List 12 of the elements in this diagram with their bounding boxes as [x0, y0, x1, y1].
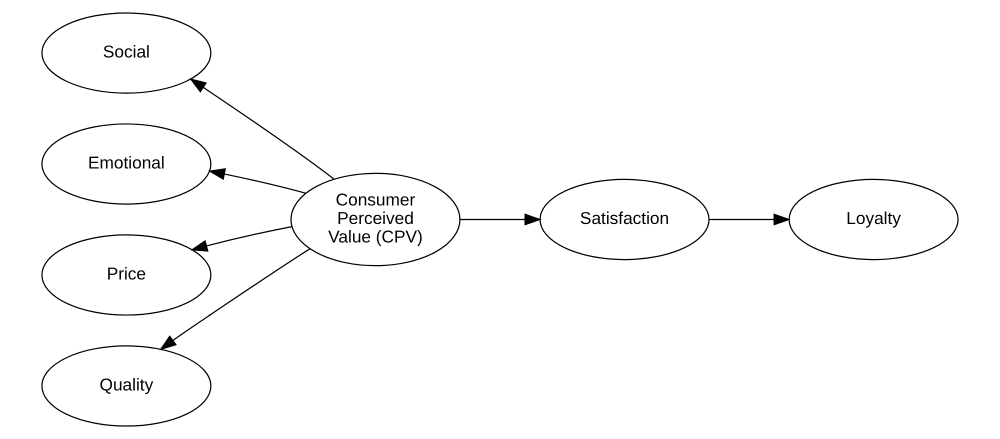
node-ellipse: Emotional — [41, 123, 212, 205]
arrow — [709, 213, 791, 226]
node-ellipse: Quality — [41, 345, 212, 427]
arrow — [189, 78, 334, 180]
node-ellipse: Satisfaction — [539, 178, 710, 260]
node-ellipse: Loyalty — [788, 178, 959, 260]
arrow — [159, 248, 310, 350]
arrow — [190, 226, 292, 252]
arrow — [208, 168, 306, 194]
node-ellipse: Price — [41, 234, 212, 316]
node-ellipse: Consumer Perceived Value (CPV) — [290, 172, 461, 266]
arrow — [460, 213, 542, 226]
